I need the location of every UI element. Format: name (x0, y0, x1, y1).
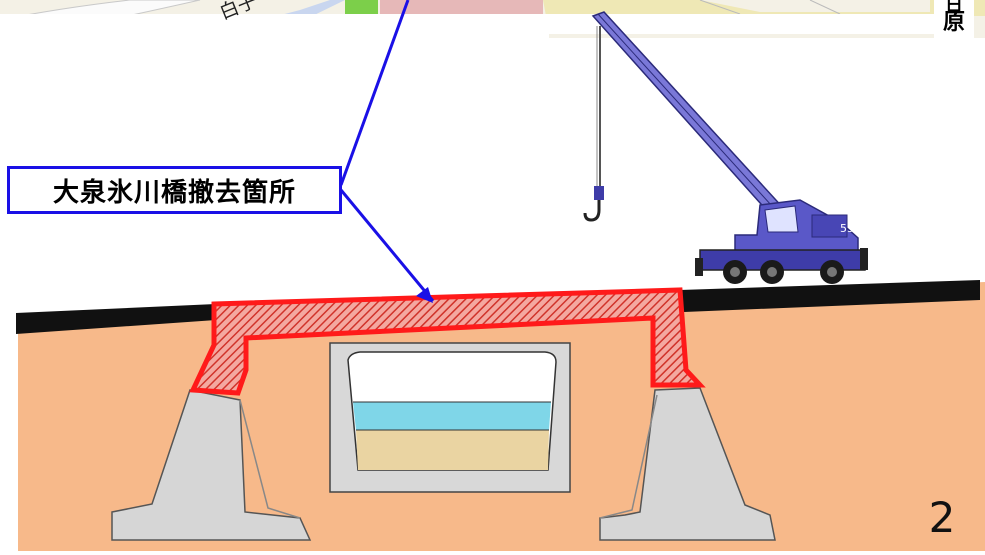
page-number: 2 (928, 493, 956, 542)
culvert (329, 342, 571, 493)
leader-line-arrow (339, 189, 435, 302)
demolition-area (189, 287, 706, 396)
crane-hook-icon (583, 186, 604, 222)
crane-icon: 55 (583, 11, 868, 284)
road-surface-right (680, 280, 980, 312)
demolition-location-callout: 大泉氷川橋撤去箇所 (7, 166, 342, 214)
leader-line-top (339, 0, 410, 186)
arrow-head (416, 287, 433, 303)
corner-place-label-bottom: 原 (942, 10, 965, 35)
right-abutment (599, 387, 776, 541)
svg-text:55: 55 (840, 222, 854, 235)
corner-place-label-top: 日 (945, 0, 963, 12)
corner-place-label: 日 原 (934, 0, 974, 42)
road-surface-left (16, 304, 216, 334)
left-abutment (111, 389, 312, 541)
